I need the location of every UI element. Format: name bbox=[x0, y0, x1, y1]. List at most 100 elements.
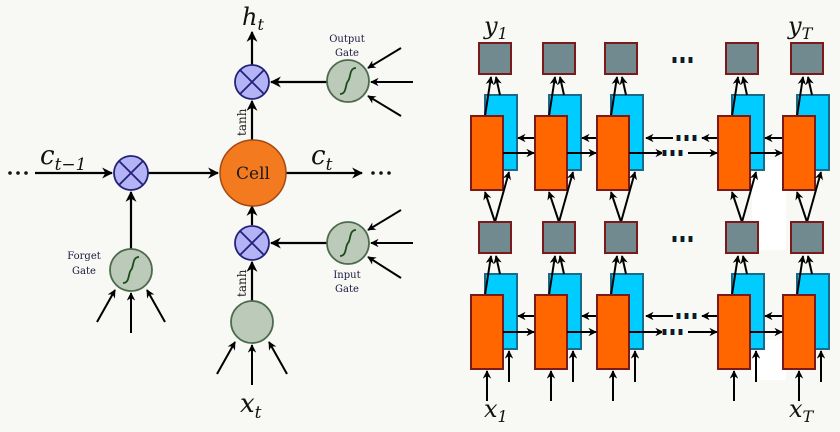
input-gate-node bbox=[326, 221, 370, 265]
lower-output-to-forward-arrow bbox=[795, 191, 808, 223]
gray-row-ellipsis-dot-edge bbox=[688, 57, 689, 63]
forget-gate-label-2: Gate bbox=[72, 266, 96, 277]
lower-output-to-forward-arrow bbox=[547, 191, 560, 223]
lower-output-to-backward-arrow bbox=[741, 171, 759, 223]
output-node bbox=[478, 221, 512, 254]
forward-ellipsis-dot-edge bbox=[662, 150, 663, 156]
forward-to-output-arrow bbox=[548, 76, 559, 117]
lower-output-to-backward-arrow bbox=[494, 171, 512, 223]
gray-row-ellipsis-dot bbox=[689, 57, 692, 63]
output-node bbox=[542, 221, 576, 254]
forward-ellipsis-dot-edge bbox=[670, 329, 671, 335]
input-gate-input-3 bbox=[367, 256, 402, 279]
lower-output-to-forward-arrow bbox=[730, 191, 743, 223]
forward-ellipsis-dot bbox=[679, 150, 682, 156]
forget-gate-input-1 bbox=[96, 289, 116, 323]
forward-ellipsis-dot bbox=[663, 329, 666, 335]
forward-ellipsis-dot-edge bbox=[674, 150, 675, 156]
lower-output-to-forward-arrow bbox=[609, 191, 622, 223]
forward-rnn-node bbox=[470, 115, 504, 191]
gray-row-ellipsis-dot bbox=[673, 236, 676, 242]
x-1-label: x1 bbox=[484, 395, 508, 426]
forward-ellipsis-dot-edge bbox=[666, 150, 667, 156]
backward-ellipsis-dot bbox=[677, 135, 680, 141]
gray-row-ellipsis-dot-edge bbox=[692, 236, 693, 242]
input-gate-label: Input bbox=[333, 270, 360, 281]
forward-ellipsis-dot bbox=[663, 150, 666, 156]
backward-ellipsis-dot-edge bbox=[696, 135, 697, 141]
input-node-input-3 bbox=[268, 341, 288, 375]
backward-to-output-arrow bbox=[740, 255, 749, 275]
backward-ellipsis-dot bbox=[685, 135, 688, 141]
forward-to-output-arrow bbox=[610, 255, 621, 296]
sigmoid-icon bbox=[339, 67, 357, 95]
forward-ellipsis-dot bbox=[671, 329, 674, 335]
backward-ellipsis-dot-edge bbox=[676, 313, 677, 319]
forward-to-output-arrow bbox=[731, 255, 742, 296]
sigmoid-icon bbox=[122, 256, 140, 284]
backward-ellipsis-dot-edge bbox=[684, 135, 685, 141]
forward-rnn-node bbox=[534, 294, 568, 370]
stacked-birnn-diagram: y1 yT x1 xT bbox=[470, 12, 830, 426]
backward-to-output-arrow bbox=[619, 76, 628, 96]
backward-ellipsis-dot-edge bbox=[688, 135, 689, 141]
forward-rnn-node bbox=[596, 294, 630, 370]
cell-label: Cell bbox=[236, 164, 270, 184]
lower-output-to-backward-arrow bbox=[620, 171, 638, 223]
backward-ellipsis-dot bbox=[685, 313, 688, 319]
y-1-label: y1 bbox=[483, 12, 508, 43]
forward-ellipsis-dot-edge bbox=[666, 329, 667, 335]
forward-rnn-node bbox=[534, 115, 568, 191]
gray-row-ellipsis-dot-edge bbox=[688, 236, 689, 242]
gray-row-ellipsis-dot-edge bbox=[684, 57, 685, 63]
forward-to-output-arrow bbox=[548, 255, 559, 296]
backward-ellipsis-dot-edge bbox=[680, 313, 681, 319]
memory-cell-node: Cell bbox=[219, 139, 287, 207]
backward-to-output-arrow bbox=[557, 255, 566, 275]
forward-ellipsis-dot-edge bbox=[682, 150, 683, 156]
forward-ellipsis-dot bbox=[679, 329, 682, 335]
forward-to-output-arrow bbox=[484, 76, 495, 117]
output-node bbox=[790, 42, 824, 75]
forget-multiply-node bbox=[113, 155, 149, 191]
backward-to-output-arrow bbox=[740, 76, 749, 96]
output-node bbox=[478, 42, 512, 75]
input-gate-input-1 bbox=[367, 209, 402, 231]
output-gate-label: Output bbox=[329, 34, 365, 45]
gray-row-ellipsis-dot bbox=[681, 236, 684, 242]
lstm-cell-diagram: ct−1 ct tanh tanh ht xt bbox=[8, 3, 413, 423]
forward-rnn-node bbox=[470, 294, 504, 370]
input-gate-label-2: Gate bbox=[335, 284, 359, 295]
backward-ellipsis-dot bbox=[693, 135, 696, 141]
backward-to-output-arrow bbox=[493, 255, 502, 275]
forward-to-output-arrow bbox=[796, 76, 807, 117]
forward-ellipsis-dot-edge bbox=[678, 329, 679, 335]
backward-to-output-arrow bbox=[493, 76, 502, 96]
backward-ellipsis-dot bbox=[693, 313, 696, 319]
gray-row-ellipsis-dot-edge bbox=[680, 57, 681, 63]
forward-rnn-node bbox=[782, 294, 816, 370]
gray-row-ellipsis-dot-edge bbox=[680, 236, 681, 242]
forward-rnn-node bbox=[717, 294, 751, 370]
backward-ellipsis-dot-edge bbox=[692, 313, 693, 319]
lower-output-to-forward-arrow bbox=[483, 191, 496, 223]
gray-row-ellipsis-dot-edge bbox=[676, 57, 677, 63]
output-node bbox=[725, 221, 759, 254]
forward-to-output-arrow bbox=[484, 255, 495, 296]
forget-gate-label: Forget bbox=[67, 251, 101, 262]
h-t-label: ht bbox=[242, 3, 264, 34]
gray-row-ellipsis-dot bbox=[673, 57, 676, 63]
output-gate-input-1 bbox=[367, 47, 402, 69]
sigmoid-icon bbox=[339, 229, 357, 257]
output-gate-label-2: Gate bbox=[335, 48, 359, 59]
x-t-label: xt bbox=[240, 389, 262, 423]
backward-to-output-arrow bbox=[805, 76, 814, 96]
tanh-label-bottom: tanh bbox=[235, 269, 249, 297]
gray-row-ellipsis-dot-edge bbox=[684, 236, 685, 242]
gray-row-ellipsis-dot-edge bbox=[692, 57, 693, 63]
c-prev-label: ct−1 bbox=[40, 141, 86, 175]
c-t-label: ct bbox=[311, 141, 333, 175]
forward-ellipsis-dot-edge bbox=[674, 329, 675, 335]
forward-to-output-arrow bbox=[796, 255, 807, 296]
